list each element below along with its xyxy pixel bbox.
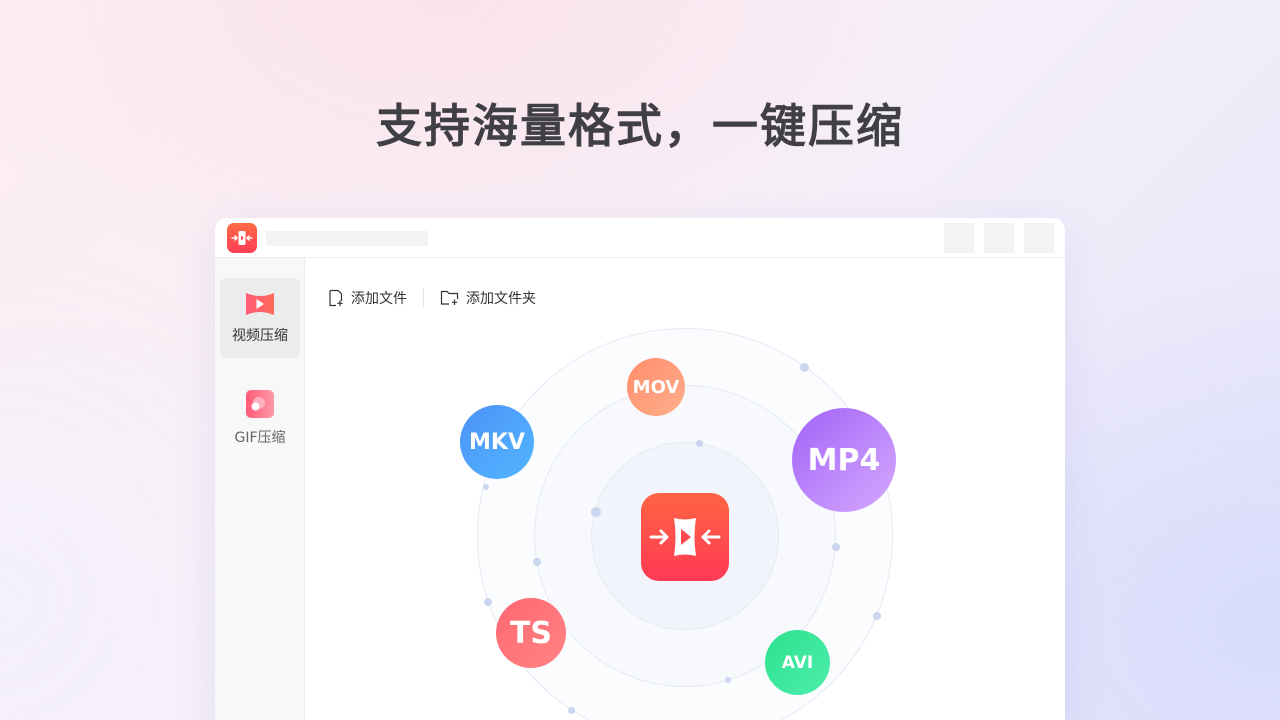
orbit-dot <box>533 558 541 566</box>
sidebar-item-gif-compress[interactable]: GIF压缩 <box>220 378 300 458</box>
add-file-button[interactable]: 添加文件 <box>327 288 407 308</box>
video-compress-logo-icon <box>227 223 257 253</box>
orbit-ring-inner <box>591 442 779 630</box>
close-button[interactable] <box>1024 223 1054 253</box>
orbit-dot <box>696 440 703 447</box>
format-badge-mp4: MP4 <box>792 408 896 512</box>
orbit-dot <box>484 598 492 606</box>
orbit-dot <box>800 363 809 372</box>
orbit-dot <box>483 484 489 490</box>
orbit-dot <box>591 507 601 517</box>
orbit-dot <box>873 612 881 620</box>
format-badge-mkv: MKV <box>460 405 534 479</box>
add-file-label: 添加文件 <box>351 291 407 307</box>
compress-center-icon <box>641 493 729 581</box>
maximize-button[interactable] <box>984 223 1014 253</box>
sidebar-item-label: GIF压缩 <box>234 430 286 446</box>
sidebar: 视频压缩 GIF压缩 <box>215 258 305 720</box>
minimize-button[interactable] <box>944 223 974 253</box>
format-badge-ts: TS <box>496 598 566 668</box>
orbit-dot <box>568 707 575 714</box>
video-play-icon <box>246 293 274 315</box>
window-title <box>266 231 428 246</box>
orbit-dot <box>725 677 731 683</box>
sidebar-item-video-compress[interactable]: 视频压缩 <box>220 278 300 358</box>
add-folder-label: 添加文件夹 <box>466 291 536 307</box>
toolbar: 添加文件 添加文件夹 <box>327 288 536 308</box>
title-bar <box>215 218 1065 258</box>
orbit-dot <box>832 543 840 551</box>
page-headline: 支持海量格式，一键压缩 <box>376 99 904 153</box>
add-folder-icon <box>440 290 459 305</box>
sidebar-item-label: 视频压缩 <box>232 328 288 344</box>
add-file-icon <box>329 289 343 307</box>
app-window: 视频压缩 GIF压缩 添加文件 添加文件夹 <box>215 218 1065 720</box>
toolbar-divider <box>423 289 424 307</box>
format-badge-mov: MOV <box>627 358 685 416</box>
add-folder-button[interactable]: 添加文件夹 <box>440 288 536 308</box>
gif-icon <box>246 390 274 418</box>
format-badge-avi: AVI <box>765 630 830 695</box>
